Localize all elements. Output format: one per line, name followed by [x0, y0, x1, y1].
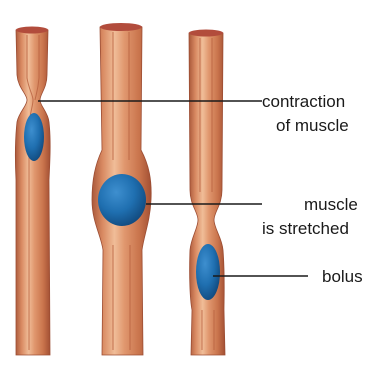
- tube-2-top-rim: [100, 23, 142, 31]
- label-contraction-line2: of muscle: [276, 116, 349, 135]
- tube-1-wall: [15, 28, 50, 355]
- esophagus-segment-2: [92, 23, 151, 355]
- label-bolus: bolus: [322, 267, 363, 286]
- bolus-2: [98, 174, 146, 226]
- tube-3-wall: [189, 31, 225, 355]
- esophagus-segment-3: [189, 30, 225, 356]
- tube-3-top-rim: [189, 30, 223, 37]
- label-contraction-line1: contraction: [262, 92, 345, 111]
- label-stretched-line1: muscle: [304, 195, 358, 214]
- tube-1-top-rim: [16, 27, 48, 34]
- bolus-3: [196, 244, 220, 300]
- bolus-1: [24, 113, 44, 161]
- esophagus-segment-1: [15, 27, 50, 356]
- label-stretched-line2: is stretched: [262, 219, 349, 238]
